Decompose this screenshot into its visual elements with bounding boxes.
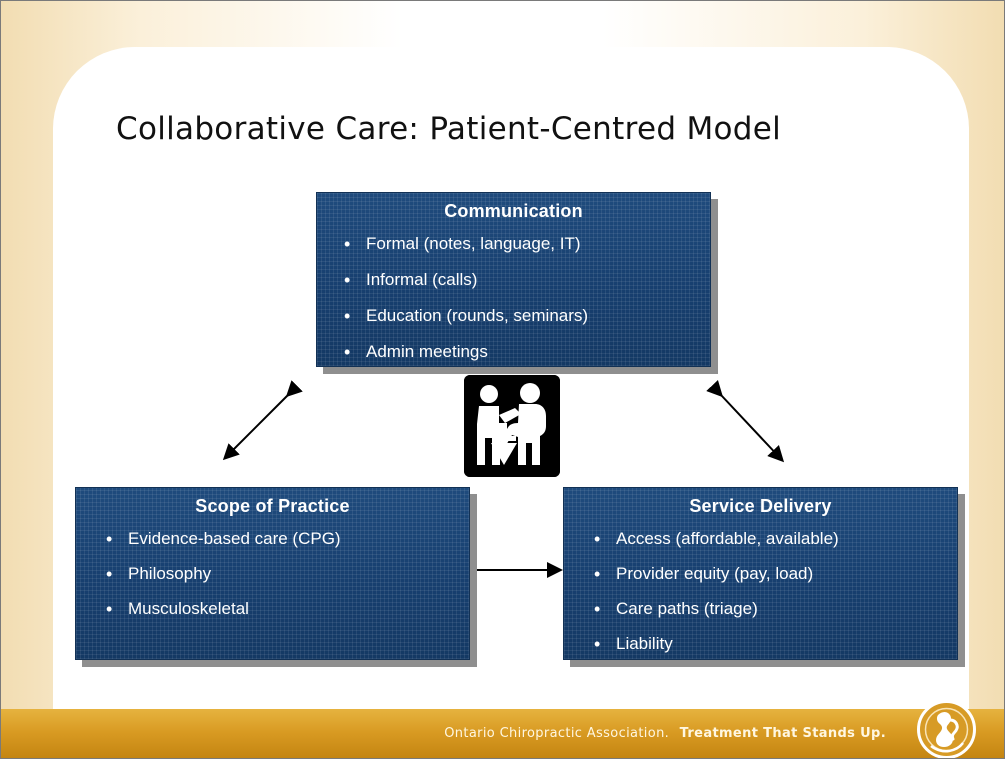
scope-item-text: Evidence-based care (CPG) bbox=[128, 529, 341, 548]
bullet-icon: • bbox=[344, 270, 351, 290]
scope-item: • Philosophy bbox=[106, 564, 211, 584]
communication-item-text: Education (rounds, seminars) bbox=[366, 306, 589, 325]
communication-item: • Admin meetings bbox=[344, 342, 488, 362]
service-item: • Provider equity (pay, load) bbox=[594, 564, 813, 584]
communication-item-text: Admin meetings bbox=[366, 342, 488, 361]
footer-organization: Ontario Chiropractic Association. bbox=[444, 726, 670, 741]
scope-of-practice-box: Scope of Practice • Evidence-based care … bbox=[75, 487, 470, 660]
ontario-chiropractic-logo-icon bbox=[915, 698, 978, 758]
footer-bar: Ontario Chiropractic Association. Treatm… bbox=[1, 700, 1004, 758]
footer-text: Ontario Chiropractic Association. Treatm… bbox=[444, 726, 886, 741]
scope-item: • Evidence-based care (CPG) bbox=[106, 529, 341, 549]
scope-title: Scope of Practice bbox=[195, 496, 350, 516]
communication-item: • Formal (notes, language, IT) bbox=[344, 234, 580, 254]
service-item: • Access (affordable, available) bbox=[594, 529, 839, 549]
service-delivery-box: Service Delivery • Access (affordable, a… bbox=[563, 487, 958, 660]
service-item-text: Access (affordable, available) bbox=[616, 529, 839, 548]
service-item-text: Provider equity (pay, load) bbox=[616, 564, 814, 583]
patient-care-icon bbox=[464, 375, 560, 477]
scope-item-text: Philosophy bbox=[128, 564, 212, 583]
communication-title: Communication bbox=[444, 201, 583, 221]
service-item-text: Liability bbox=[616, 634, 673, 653]
communication-item-text: Informal (calls) bbox=[366, 270, 478, 289]
scope-item-text: Musculoskeletal bbox=[128, 599, 249, 618]
communication-item: • Education (rounds, seminars) bbox=[344, 306, 588, 326]
service-title: Service Delivery bbox=[689, 496, 832, 516]
bullet-icon: • bbox=[594, 634, 601, 654]
bullet-icon: • bbox=[344, 234, 351, 254]
bullet-icon: • bbox=[344, 342, 351, 362]
bullet-icon: • bbox=[594, 599, 601, 619]
footer-tagline: Treatment That Stands Up. bbox=[679, 726, 886, 741]
bullet-icon: • bbox=[344, 306, 351, 326]
communication-item: • Informal (calls) bbox=[344, 270, 477, 290]
service-item: • Liability bbox=[594, 634, 673, 654]
bullet-icon: • bbox=[594, 564, 601, 584]
communication-box: Communication • Formal (notes, language,… bbox=[316, 192, 711, 367]
scope-item: • Musculoskeletal bbox=[106, 599, 249, 619]
service-item: • Care paths (triage) bbox=[594, 599, 758, 619]
bullet-icon: • bbox=[106, 529, 113, 549]
bullet-icon: • bbox=[594, 529, 601, 549]
communication-item-text: Formal (notes, language, IT) bbox=[366, 234, 581, 253]
slide-title: Collaborative Care: Patient-Centred Mode… bbox=[116, 111, 782, 147]
bullet-icon: • bbox=[106, 599, 113, 619]
service-item-text: Care paths (triage) bbox=[616, 599, 758, 618]
bullet-icon: • bbox=[106, 564, 113, 584]
